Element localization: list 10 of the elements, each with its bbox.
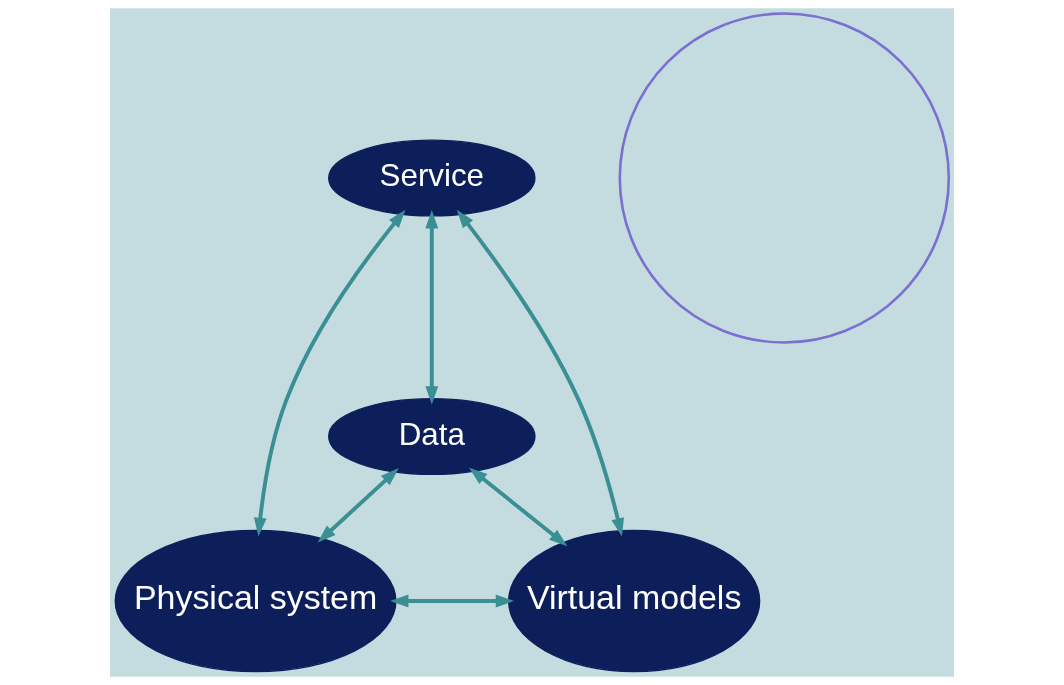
arrow	[317, 468, 399, 543]
arrow	[469, 467, 568, 547]
arrow	[390, 594, 515, 608]
arrow	[253, 209, 406, 537]
node-ellipse: Physical system	[114, 529, 397, 673]
arrow	[425, 210, 439, 405]
node-circle	[618, 12, 951, 344]
arrow	[456, 209, 624, 537]
node-ellipse: Data	[328, 398, 536, 475]
node-ellipse: Service	[328, 139, 536, 217]
